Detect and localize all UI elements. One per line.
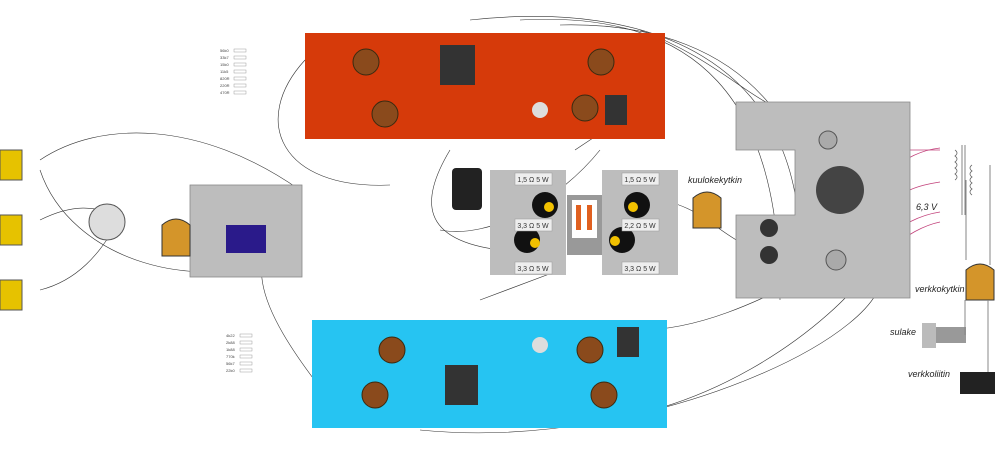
selector-value: 33k7 — [220, 55, 229, 60]
resistor-label: 1,5 Ω 5 W — [517, 177, 549, 184]
selector-resistor — [239, 354, 253, 359]
mains-connector-label: verkkoliitin — [908, 369, 950, 379]
selector-resistor — [233, 62, 247, 67]
selector-resistor — [233, 76, 247, 81]
headphone-switch-label: kuulokekytkin — [688, 175, 742, 185]
selector-resistor — [233, 55, 247, 60]
headphone-switch — [692, 191, 722, 229]
headphone-jack — [452, 168, 482, 210]
input-switch — [161, 218, 191, 257]
selector-value: 770k — [226, 354, 235, 359]
resistor-label: 2,2 Ω 5 W — [624, 223, 656, 230]
top-amplifier-board — [305, 33, 665, 139]
resistor-label: 3,3 Ω 5 W — [517, 223, 549, 230]
selector-value: 56k7 — [226, 361, 235, 366]
selector-resistor — [239, 361, 253, 366]
selector-value: 22k0 — [226, 368, 235, 373]
resistor-label: 3,3 Ω 5 W — [624, 266, 656, 273]
fuse-holder — [922, 323, 966, 348]
selector-value: 4k22 — [226, 333, 235, 338]
selector-resistor — [239, 347, 253, 352]
mains-switch — [965, 263, 995, 301]
resistor-label: 1,5 Ω 5 W — [624, 177, 656, 184]
rca-input-jacks — [0, 149, 23, 311]
selector-resistor — [233, 83, 247, 88]
selector-resistor — [239, 368, 253, 373]
selector-value: 15k0 — [220, 62, 229, 67]
selector-value: 1k88 — [226, 347, 235, 352]
selector-value: 820R — [220, 76, 230, 81]
input-board — [88, 184, 303, 278]
load-resistor-modules: 1,5 Ω 5 W 3,3 Ω 5 W 3,3 Ω 5 W 1,5 Ω 5 W … — [490, 170, 678, 275]
resistor-label: 3,3 Ω 5 W — [517, 266, 549, 273]
bottom-selector-switch: 4k22 2k88 1k88 770k 56k7 22k0 — [226, 333, 253, 373]
selector-value: 470R — [220, 90, 230, 95]
selector-resistor — [239, 333, 253, 338]
selector-value: 56k0 — [220, 48, 229, 53]
top-selector-switch: 56k0 33k7 15k0 11k5 820R 220R 470R — [220, 48, 247, 95]
fuse-label: sulake — [890, 327, 916, 337]
selector-resistor — [233, 48, 247, 53]
selector-value: 11k5 — [220, 69, 229, 74]
heater-voltage-label: 6,3 V — [916, 202, 938, 212]
selector-resistor — [239, 340, 253, 345]
bottom-amplifier-board — [312, 320, 667, 428]
selector-value: 2k88 — [226, 340, 235, 345]
mains-switch-label: verkkokytkin — [915, 284, 965, 294]
mains-connector — [960, 372, 995, 394]
transformer — [954, 145, 991, 265]
selector-value: 220R — [220, 83, 230, 88]
power-supply-board — [735, 101, 911, 299]
selector-resistor — [233, 69, 247, 74]
selector-resistor — [233, 90, 247, 95]
